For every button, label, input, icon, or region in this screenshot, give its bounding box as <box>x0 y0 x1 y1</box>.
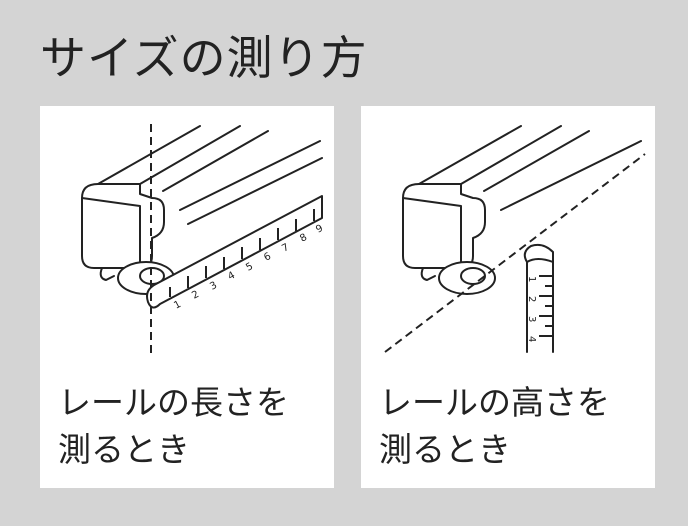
panel-rail-length: 1 2 3 4 5 6 7 8 9 レールの長さを 測るとき <box>40 106 334 488</box>
rail-height-illustration: 1 2 3 4 <box>384 125 646 353</box>
panel-caption: レールの長さを 測るとき <box>58 379 328 473</box>
measure-guide-line <box>384 153 646 353</box>
caption-line: レールの長さを <box>58 383 289 422</box>
ruler-tick-label: 4 <box>226 270 237 283</box>
panel-caption: レールの高さを 測るとき <box>379 379 649 473</box>
ruler-tick-label: 5 <box>244 261 255 274</box>
ruler-tick-label: 1 <box>172 299 183 312</box>
ruler-tick-label: 3 <box>526 316 537 322</box>
ruler-tick-label: 9 <box>314 223 325 236</box>
ruler-tick-label: 6 <box>262 251 273 264</box>
ruler-tick-label: 7 <box>280 242 291 255</box>
ruler-tick-label: 2 <box>526 296 537 302</box>
caption-line: 測るとき <box>379 430 511 469</box>
page-title: サイズの測り方 <box>40 31 368 85</box>
panel-rail-height: 1 2 3 4 レールの高さを 測るとき <box>361 106 655 488</box>
ruler-tick-label: 4 <box>526 336 537 342</box>
ruler-tick-label: 3 <box>208 280 219 293</box>
ruler-tick-label: 1 <box>526 276 537 282</box>
rail-length-illustration: 1 2 3 4 5 6 7 8 9 <box>81 124 325 354</box>
ruler-tick-label: 2 <box>190 289 201 302</box>
caption-line: レールの高さを <box>379 383 610 422</box>
ruler-tick-label: 8 <box>298 232 309 245</box>
caption-line: 測るとき <box>58 430 190 469</box>
